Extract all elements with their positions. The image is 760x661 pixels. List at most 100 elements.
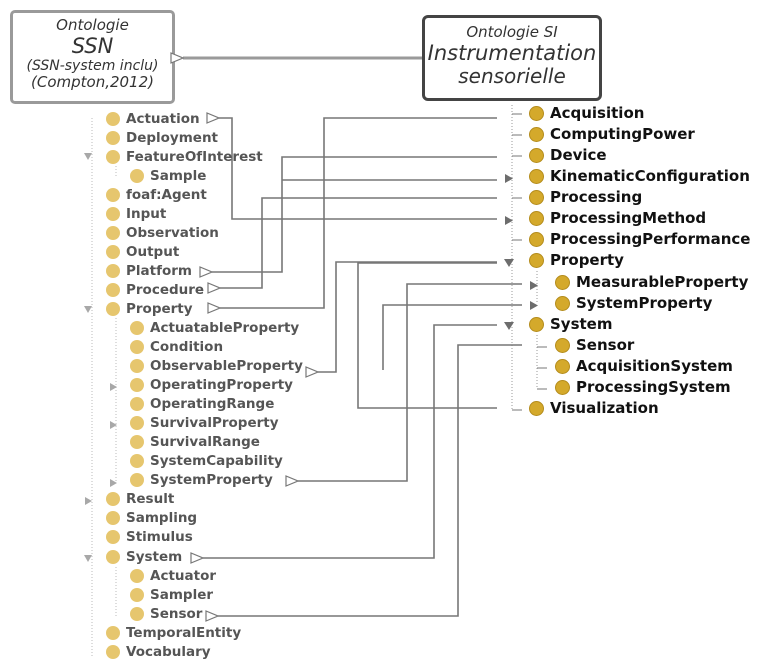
class-icon — [555, 295, 570, 311]
class-icon — [529, 231, 544, 247]
ssn-node-property[interactable]: Property — [106, 301, 193, 317]
class-icon — [106, 131, 120, 145]
class-icon — [106, 226, 120, 240]
si-node-property[interactable]: Property — [529, 251, 624, 269]
class-icon — [130, 588, 144, 602]
si-expanders — [504, 174, 538, 330]
class-icon — [106, 492, 120, 506]
ssn-node-operatingrange[interactable]: OperatingRange — [130, 396, 274, 412]
si-node-processingsystem[interactable]: ProcessingSystem — [555, 378, 731, 396]
class-icon — [130, 473, 144, 487]
class-icon — [130, 397, 144, 411]
si-node-systemproperty[interactable]: SystemProperty — [555, 294, 712, 312]
class-icon — [130, 340, 144, 354]
ssn-node-systemcapability[interactable]: SystemCapability — [130, 453, 283, 469]
class-icon — [106, 645, 120, 659]
ssn-expanders — [84, 153, 117, 562]
si-node-processingmethod[interactable]: ProcessingMethod — [529, 209, 706, 227]
ssn-box-line3: (SSN-system inclu) — [26, 58, 159, 75]
class-icon — [529, 105, 544, 121]
class-icon — [106, 302, 120, 316]
class-icon — [555, 274, 570, 290]
ssn-node-actuation[interactable]: Actuation — [106, 111, 200, 127]
class-icon — [106, 626, 120, 640]
class-icon — [106, 511, 120, 525]
class-icon — [106, 245, 120, 259]
ssn-ontology-box: Ontologie SSN (SSN-system inclu) (Compto… — [10, 10, 175, 104]
class-icon — [106, 283, 120, 297]
ssn-node-input[interactable]: Input — [106, 206, 166, 222]
ssn-node-sampling[interactable]: Sampling — [106, 510, 197, 526]
class-icon — [130, 435, 144, 449]
class-icon — [555, 379, 570, 395]
si-node-measurableproperty[interactable]: MeasurableProperty — [555, 273, 748, 291]
ssn-node-sensor[interactable]: Sensor — [130, 606, 202, 622]
class-icon — [106, 207, 120, 221]
si-node-processingperformance[interactable]: ProcessingPerformance — [529, 230, 750, 248]
ssn-node-procedure[interactable]: Procedure — [106, 282, 204, 298]
ssn-node-condition[interactable]: Condition — [130, 339, 223, 355]
class-icon — [106, 530, 120, 544]
si-box-line3: sensorielle — [458, 64, 566, 89]
ssn-node-foaf-agent[interactable]: foaf:Agent — [106, 187, 207, 203]
ssn-node-temporalentity[interactable]: TemporalEntity — [106, 625, 241, 641]
ssn-node-result[interactable]: Result — [106, 491, 174, 507]
class-icon — [529, 147, 544, 163]
ssn-node-sampler[interactable]: Sampler — [130, 587, 213, 603]
class-icon — [529, 252, 544, 268]
class-icon — [130, 607, 144, 621]
si-node-device[interactable]: Device — [529, 146, 607, 164]
si-box-line2: Instrumentation — [427, 41, 597, 66]
si-node-sensor[interactable]: Sensor — [555, 336, 634, 354]
ssn-node-observableproperty[interactable]: ObservableProperty — [130, 358, 303, 374]
ssn-node-system[interactable]: System — [106, 549, 182, 565]
si-node-acquisitionsystem[interactable]: AcquisitionSystem — [555, 357, 733, 375]
ssn-node-observation[interactable]: Observation — [106, 225, 219, 241]
ssn-node-sample[interactable]: Sample — [130, 168, 206, 184]
class-icon — [106, 188, 120, 202]
class-icon — [529, 210, 544, 226]
ssn-node-survivalproperty[interactable]: SurvivalProperty — [130, 415, 279, 431]
class-icon — [130, 321, 144, 335]
class-icon — [529, 400, 544, 416]
ssn-node-actuatableproperty[interactable]: ActuatableProperty — [130, 320, 299, 336]
class-icon — [529, 168, 544, 184]
class-icon — [130, 169, 144, 183]
si-node-acquisition[interactable]: Acquisition — [529, 104, 644, 122]
ssn-node-operatingproperty[interactable]: OperatingProperty — [130, 377, 293, 393]
si-tree-ticks — [512, 113, 547, 411]
si-node-processing[interactable]: Processing — [529, 188, 642, 206]
ssn-node-stimulus[interactable]: Stimulus — [106, 529, 193, 545]
class-icon — [106, 550, 120, 564]
ssn-node-platform[interactable]: Platform — [106, 263, 192, 279]
ssn-node-actuator[interactable]: Actuator — [130, 568, 216, 584]
ssn-node-deployment[interactable]: Deployment — [106, 130, 218, 146]
class-icon — [130, 569, 144, 583]
si-box-line1: Ontologie SI — [466, 23, 558, 41]
class-icon — [555, 337, 570, 353]
ssn-box-line4: (Compton,2012) — [31, 73, 154, 92]
ssn-box-line1: Ontologie — [56, 16, 129, 34]
ssn-node-systemproperty[interactable]: SystemProperty — [130, 472, 273, 488]
class-icon — [529, 316, 544, 332]
si-node-system[interactable]: System — [529, 315, 612, 333]
ssn-node-survivalrange[interactable]: SurvivalRange — [130, 434, 260, 450]
class-icon — [130, 416, 144, 430]
class-icon — [555, 358, 570, 374]
class-icon — [106, 112, 120, 126]
ssn-node-vocabulary[interactable]: Vocabulary — [106, 644, 211, 660]
si-node-computingpower[interactable]: ComputingPower — [529, 125, 695, 143]
class-icon — [529, 189, 544, 205]
ssn-tree-guides — [91, 118, 117, 656]
class-icon — [130, 359, 144, 373]
class-icon — [130, 454, 144, 468]
class-icon — [106, 150, 120, 164]
ssn-node-featureofinterest[interactable]: FeatureOfInterest — [106, 149, 263, 165]
ssn-box-line2: SSN — [71, 34, 114, 59]
si-node-visualization[interactable]: Visualization — [529, 399, 659, 417]
ssn-node-output[interactable]: Output — [106, 244, 179, 260]
si-node-kinematicconfiguration[interactable]: KinematicConfiguration — [529, 167, 750, 185]
class-icon — [130, 378, 144, 392]
si-ontology-box: Ontologie SI Instrumentation sensorielle — [422, 15, 602, 101]
